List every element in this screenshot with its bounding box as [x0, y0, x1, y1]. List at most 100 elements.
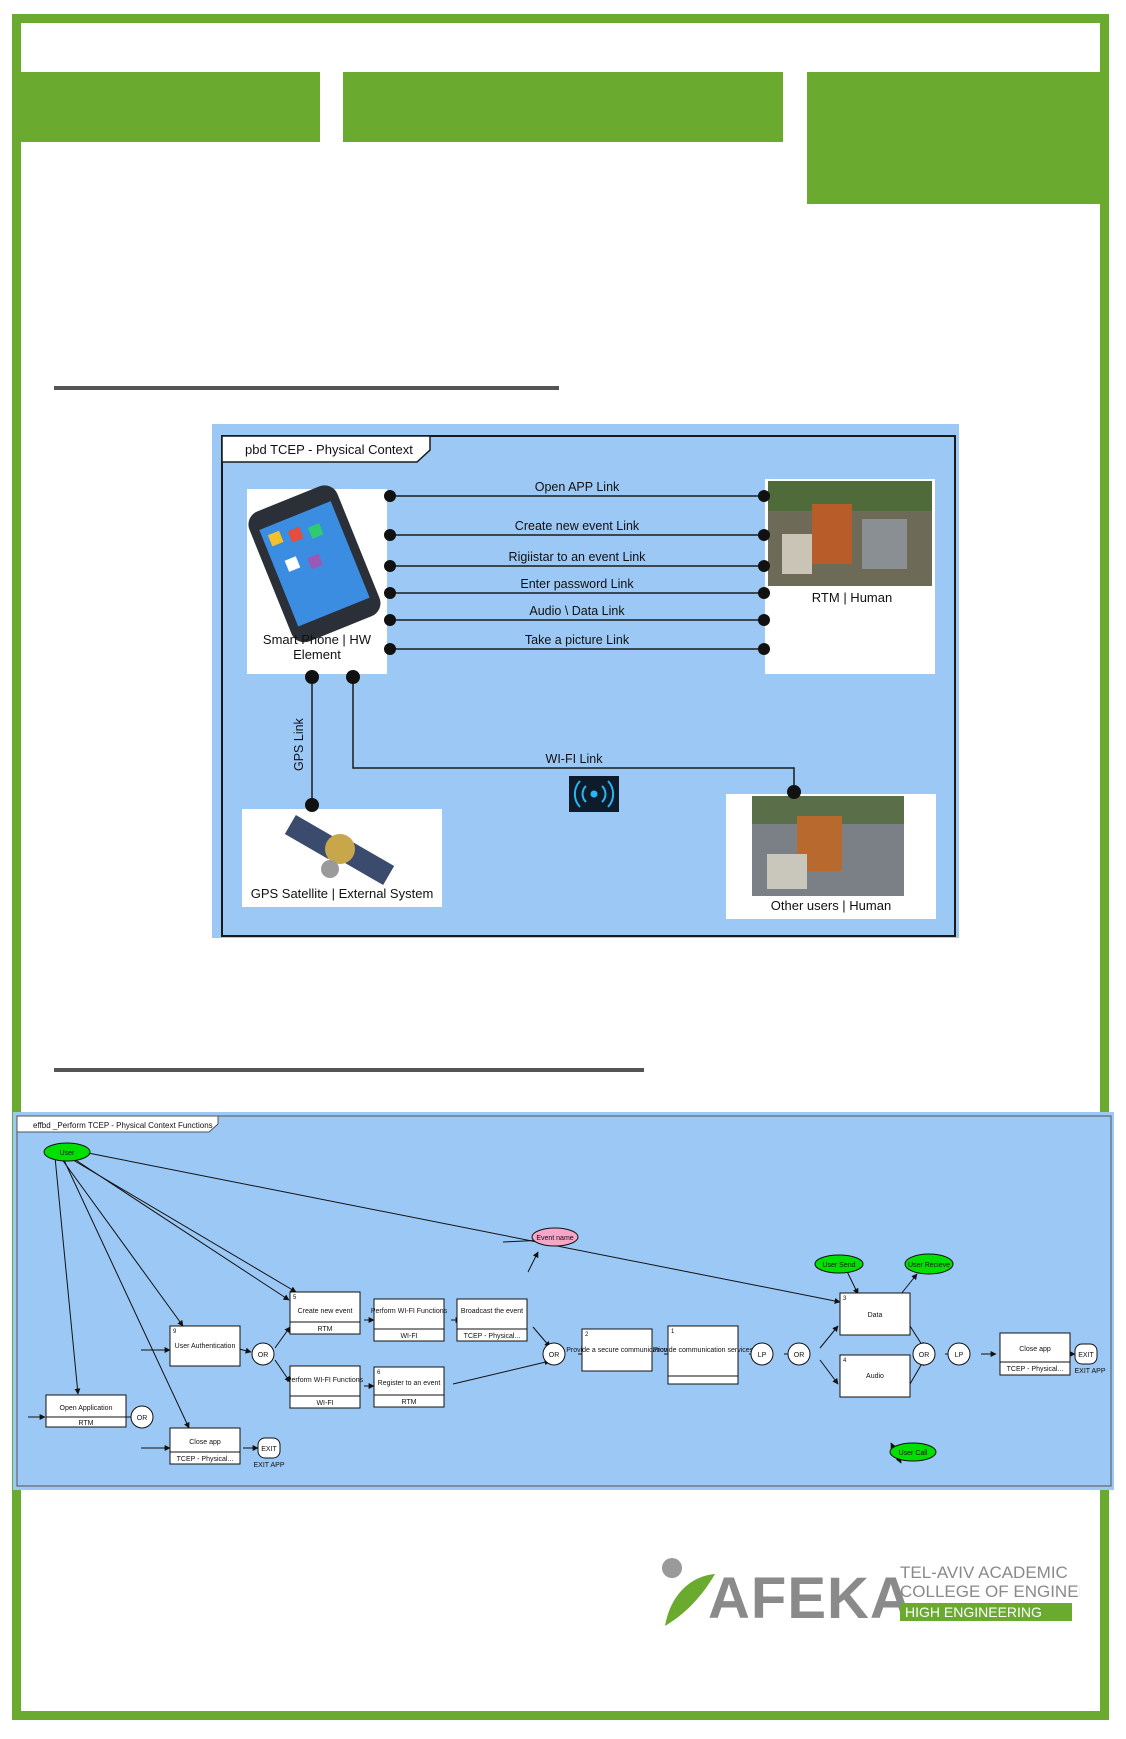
- svg-text:6: 6: [377, 1370, 381, 1376]
- svg-text:LP: LP: [758, 1352, 767, 1359]
- logo-leaf-icon: [665, 1574, 715, 1626]
- or-node-3: OR: [542, 1342, 566, 1366]
- box-communication-services: 1 Provide communication services: [653, 1325, 754, 1385]
- link-label-create-event: Create new event Link: [515, 519, 640, 533]
- svg-text:User Authentication: User Authentication: [175, 1343, 236, 1350]
- exit-node-2: EXIT EXIT APP: [1074, 1343, 1106, 1375]
- other-users-label: Other users | Human: [771, 898, 891, 913]
- svg-text:EXIT: EXIT: [261, 1446, 277, 1453]
- link-label-take-picture: Take a picture Link: [525, 633, 630, 647]
- svg-text:Data: Data: [868, 1312, 883, 1319]
- svg-text:TCEP - Physical...: TCEP - Physical...: [464, 1333, 521, 1340]
- smartphone-label-line1: Smart Phone | HW: [263, 632, 372, 647]
- effbd-diagram: effbd _Perform TCEP - Physical Context F…: [13, 1112, 1114, 1490]
- svg-text:User Recieve: User Recieve: [908, 1262, 950, 1269]
- smartphone-label-line2: Element: [293, 647, 341, 662]
- svg-text:WI-FI: WI-FI: [400, 1333, 417, 1340]
- svg-text:1: 1: [671, 1329, 675, 1335]
- diagram-frame-border: [221, 435, 956, 937]
- or-node-4: OR: [787, 1342, 811, 1366]
- section-rule-2: [54, 1068, 644, 1072]
- svg-text:LP: LP: [955, 1352, 964, 1359]
- svg-text:User Call: User Call: [899, 1450, 928, 1457]
- link-lines: [311, 495, 795, 804]
- box-user-authentication: 9 User Authentication: [169, 1325, 241, 1367]
- svg-text:9: 9: [173, 1329, 177, 1335]
- exit-node-1: EXIT EXIT APP: [254, 1437, 285, 1469]
- other-users-image: [752, 796, 904, 896]
- link-ports: [305, 490, 801, 812]
- box-open-application: Open Application RTM: [45, 1394, 127, 1428]
- link-label-register-event: Rigiistar to an event Link: [509, 550, 647, 564]
- svg-text:OR: OR: [919, 1352, 930, 1359]
- svg-text:Close app: Close app: [1019, 1346, 1051, 1353]
- header-bar-left: [18, 72, 320, 142]
- link-label-enter-password: Enter password Link: [520, 577, 634, 591]
- header-bar-right: [807, 72, 1105, 204]
- rtm-label: RTM | Human: [812, 590, 892, 605]
- gps-link-label: GPS Link: [292, 717, 306, 771]
- smartphone-image: [248, 485, 381, 643]
- svg-text:Open Application: Open Application: [60, 1405, 113, 1412]
- section-rule-1: [54, 386, 559, 390]
- satellite-image: [284, 814, 395, 886]
- box-close-app-2: Close app TCEP - Physical...: [999, 1332, 1071, 1376]
- svg-text:Create new event: Create new event: [298, 1308, 353, 1315]
- frame-title: pbd TCEP - Physical Context: [245, 442, 413, 457]
- effbd-background: [13, 1112, 1114, 1490]
- svg-text:OR: OR: [137, 1415, 148, 1422]
- svg-text:2: 2: [585, 1332, 589, 1338]
- svg-text:User Send: User Send: [822, 1262, 855, 1269]
- svg-text:4: 4: [843, 1358, 847, 1364]
- oval-user: User: [43, 1142, 91, 1162]
- rtm-image: [768, 481, 932, 586]
- lp-node-2: LP: [947, 1342, 971, 1366]
- box-close-app-1: Close app TCEP - Physical...: [169, 1427, 241, 1465]
- link-label-audio-data: Audio \ Data Link: [529, 604, 625, 618]
- box-perform-wifi-2: Perform WI-FI Functions WI-FI: [287, 1365, 364, 1409]
- svg-text:User: User: [60, 1150, 75, 1157]
- logo-tagline-bar: [900, 1603, 1072, 1621]
- box-register-event: 6 Register to an event RTM: [373, 1366, 445, 1408]
- box-secure-communication: 2 Provide a secure communication: [566, 1328, 668, 1372]
- lp-node-1: LP: [750, 1342, 774, 1366]
- logo-line-1: TEL-AVIV ACADEMIC: [900, 1563, 1068, 1582]
- svg-text:5: 5: [293, 1295, 297, 1301]
- svg-text:RTM: RTM: [78, 1420, 93, 1427]
- logo-line-3: HIGH ENGINEERING: [905, 1604, 1042, 1620]
- logo-wordmark: AFEKA: [708, 1566, 913, 1631]
- or-node-1: OR: [130, 1405, 154, 1429]
- svg-text:Perform WI-FI Functions: Perform WI-FI Functions: [287, 1377, 364, 1384]
- svg-text:EXIT: EXIT: [1078, 1352, 1094, 1359]
- svg-text:EXIT APP: EXIT APP: [254, 1462, 285, 1469]
- or-node-2: OR: [251, 1342, 275, 1366]
- box-perform-wifi-1: Perform WI-FI Functions WI-FI: [371, 1298, 448, 1342]
- header-bar-center: [343, 72, 783, 142]
- svg-text:TCEP - Physical...: TCEP - Physical...: [177, 1456, 234, 1463]
- oval-user-receive: User Recieve: [904, 1253, 954, 1275]
- effbd-title-tab: [16, 1115, 219, 1133]
- or-node-5: OR: [912, 1342, 936, 1366]
- box-broadcast-event: Broadcast the event TCEP - Physical...: [456, 1298, 528, 1342]
- box-data: 3 Data: [839, 1292, 911, 1336]
- svg-text:OR: OR: [794, 1352, 805, 1359]
- logo-line-2: COLLEGE OF ENGINEERING: [900, 1582, 1080, 1601]
- box-create-new-event: 5 Create new event RTM: [289, 1291, 361, 1335]
- svg-text:OR: OR: [549, 1352, 560, 1359]
- physical-context-diagram: pbd TCEP - Physical Context Smart Phone …: [212, 424, 959, 938]
- svg-text:Register to an event: Register to an event: [378, 1380, 441, 1387]
- svg-text:Broadcast the event: Broadcast the event: [461, 1308, 523, 1315]
- svg-text:WI-FI: WI-FI: [316, 1400, 333, 1407]
- svg-text:Provide a secure communication: Provide a secure communication: [566, 1347, 668, 1354]
- page-border: [12, 14, 1109, 1720]
- svg-text:Perform WI-FI Functions: Perform WI-FI Functions: [371, 1308, 448, 1315]
- wifi-link-label: WI-FI Link: [546, 752, 604, 766]
- gps-label: GPS Satellite | External System: [251, 886, 434, 901]
- logo-dot-icon: [662, 1558, 682, 1578]
- svg-text:Event name: Event name: [536, 1235, 573, 1242]
- wifi-icon: [569, 776, 619, 812]
- oval-event-name: Event name: [531, 1227, 579, 1247]
- svg-text:Audio: Audio: [866, 1373, 884, 1380]
- frame-title-tab: [221, 435, 431, 463]
- oval-user-send: User Send: [814, 1254, 864, 1274]
